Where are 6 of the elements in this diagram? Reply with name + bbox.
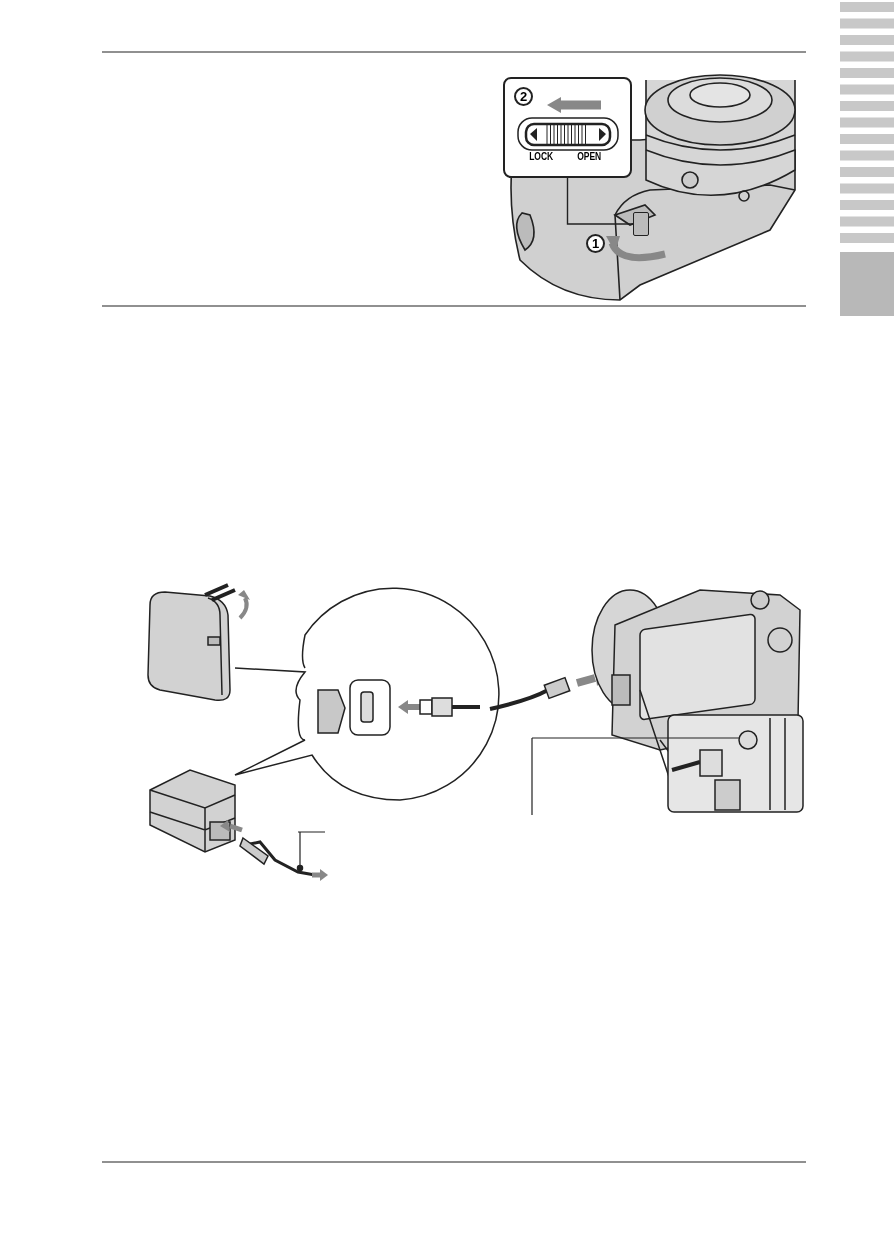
step-number: 2 bbox=[514, 87, 533, 106]
latch-switch bbox=[633, 212, 649, 236]
callout-box bbox=[503, 77, 632, 178]
switch-label: LOCK bbox=[529, 151, 554, 162]
leader-line bbox=[566, 177, 634, 225]
switch-label: OPEN bbox=[577, 151, 602, 162]
